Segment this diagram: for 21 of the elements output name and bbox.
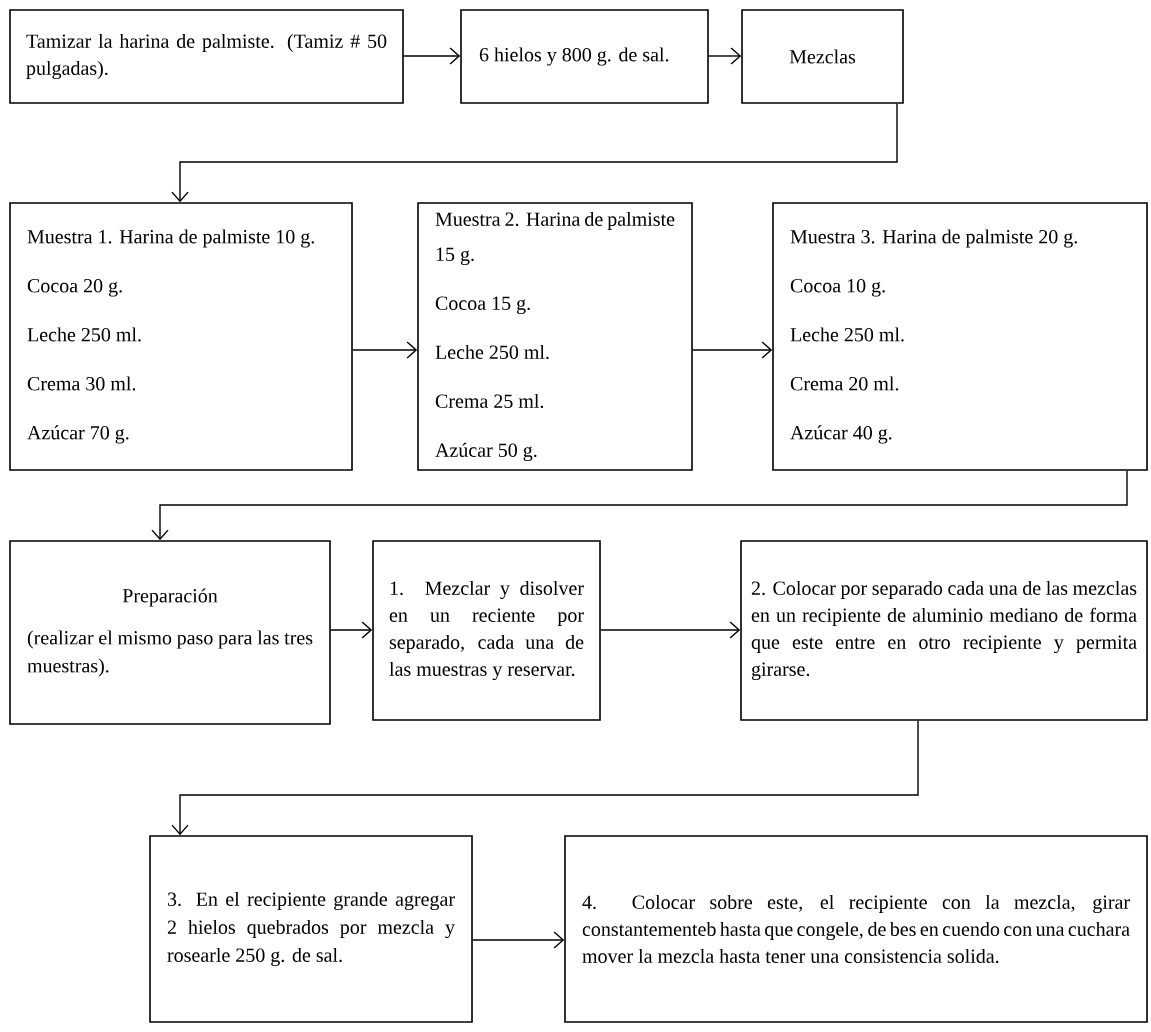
- process-box: 4. Colocar sobre este, el recipiente con la mezcla, girar constantementeb hasta que congele, de bes en cuendo con una cuchara mover la mezcla hasta tener una consistencia solida.: [564, 835, 1148, 1023]
- arrow: [171, 720, 919, 836]
- process-box: Muestra 3. Harina de palmiste 20 g. Cocoa 10 g. Leche 250 ml. Crema 20 ml. Azúcar 40 g.: [772, 202, 1148, 471]
- process-box: Preparación (realizar el mismo paso para las tres muestras).: [9, 540, 331, 725]
- arrow: [171, 103, 898, 203]
- process-box: 2. Colocar por separado cada una de las mezclas en un recipiente de aluminio mediano de forma que este entre en otro recipiente y permita girarse.: [740, 540, 1148, 721]
- process-box: Muestra 1. Harina de palmiste 10 g. Cocoa 20 g. Leche 250 ml. Crema 30 ml. Azúcar 70 g.: [9, 202, 353, 471]
- process-box: 3. En el recipiente grande agregar 2 hielos quebrados por mezcla y rosearle 250 g. de sal.: [149, 835, 473, 1023]
- process-box: Muestra 2. Harina de palmiste 15 g. Cocoa 15 g. Leche 250 ml. Crema 25 ml. Azúcar 50 g.: [417, 202, 693, 471]
- arrow: [600, 621, 741, 639]
- arrow: [352, 341, 418, 359]
- arrow: [403, 47, 461, 65]
- process-box: 1. Mezclar y disolver en un reciente por separado, cada una de las muestras y reservar.: [372, 540, 601, 721]
- arrow: [472, 931, 565, 949]
- process-box: Tamizar la harina de palmiste. (Tamiz # 50 pulgadas).: [9, 9, 404, 104]
- arrow: [708, 47, 742, 65]
- arrow: [151, 470, 1128, 541]
- arrow: [692, 341, 773, 359]
- process-box: Mezclas: [741, 9, 904, 104]
- process-box: 6 hielos y 800 g. de sal.: [460, 9, 709, 104]
- arrow: [330, 621, 373, 639]
